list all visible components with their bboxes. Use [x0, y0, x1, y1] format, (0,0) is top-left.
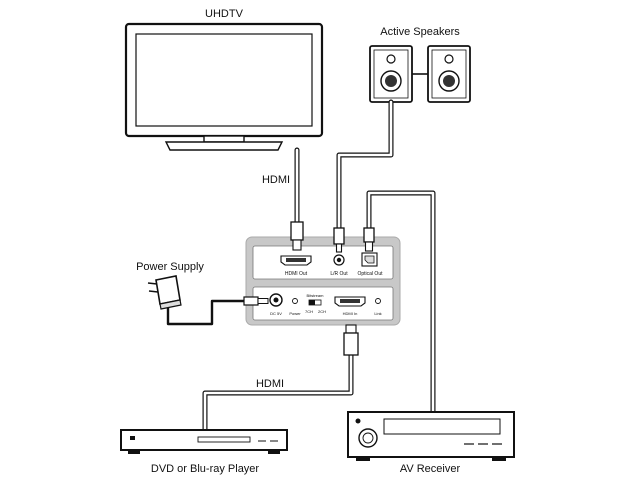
power-supply-label: Power Supply — [136, 261, 204, 273]
dc-label: DC 5V — [270, 311, 282, 316]
speaker-icon — [369, 45, 413, 103]
power-adapter-icon — [147, 275, 182, 310]
speakers-label: Active Speakers — [380, 26, 460, 38]
audio-cable-speakers — [336, 99, 394, 231]
bitstream-label: Bitstream — [307, 293, 325, 298]
power-led — [292, 298, 298, 304]
power-cable — [166, 298, 260, 326]
link-led — [375, 298, 381, 304]
connector-plugs — [243, 221, 375, 356]
tv-label: UHDTV — [205, 8, 244, 20]
power-label: Power — [289, 311, 301, 316]
mode-7ch-label: 7CH — [305, 309, 313, 314]
link-label: Link — [374, 311, 381, 316]
receiver-label: AV Receiver — [400, 463, 461, 475]
speaker-icon — [427, 45, 471, 103]
optical-out-label: Optical Out — [357, 271, 383, 277]
player-label: DVD or Blu-ray Player — [151, 463, 260, 475]
lr-out-label: L/R Out — [330, 271, 348, 277]
tv-icon — [124, 22, 324, 151]
converter-device: HDMI Out L/R Out Optical Out DC 5V Power… — [245, 236, 401, 326]
hdmi-label-top: HDMI — [262, 174, 290, 186]
hdmi-out-label: HDMI Out — [285, 271, 308, 277]
hdmi-label-bottom: HDMI — [256, 378, 284, 390]
dvd-player-icon — [120, 429, 288, 454]
av-receiver-icon — [347, 411, 515, 461]
cables — [166, 99, 436, 433]
mode-2ch-label: 2CH — [318, 309, 326, 314]
hdmi-in-label: HDMI In — [343, 311, 358, 316]
